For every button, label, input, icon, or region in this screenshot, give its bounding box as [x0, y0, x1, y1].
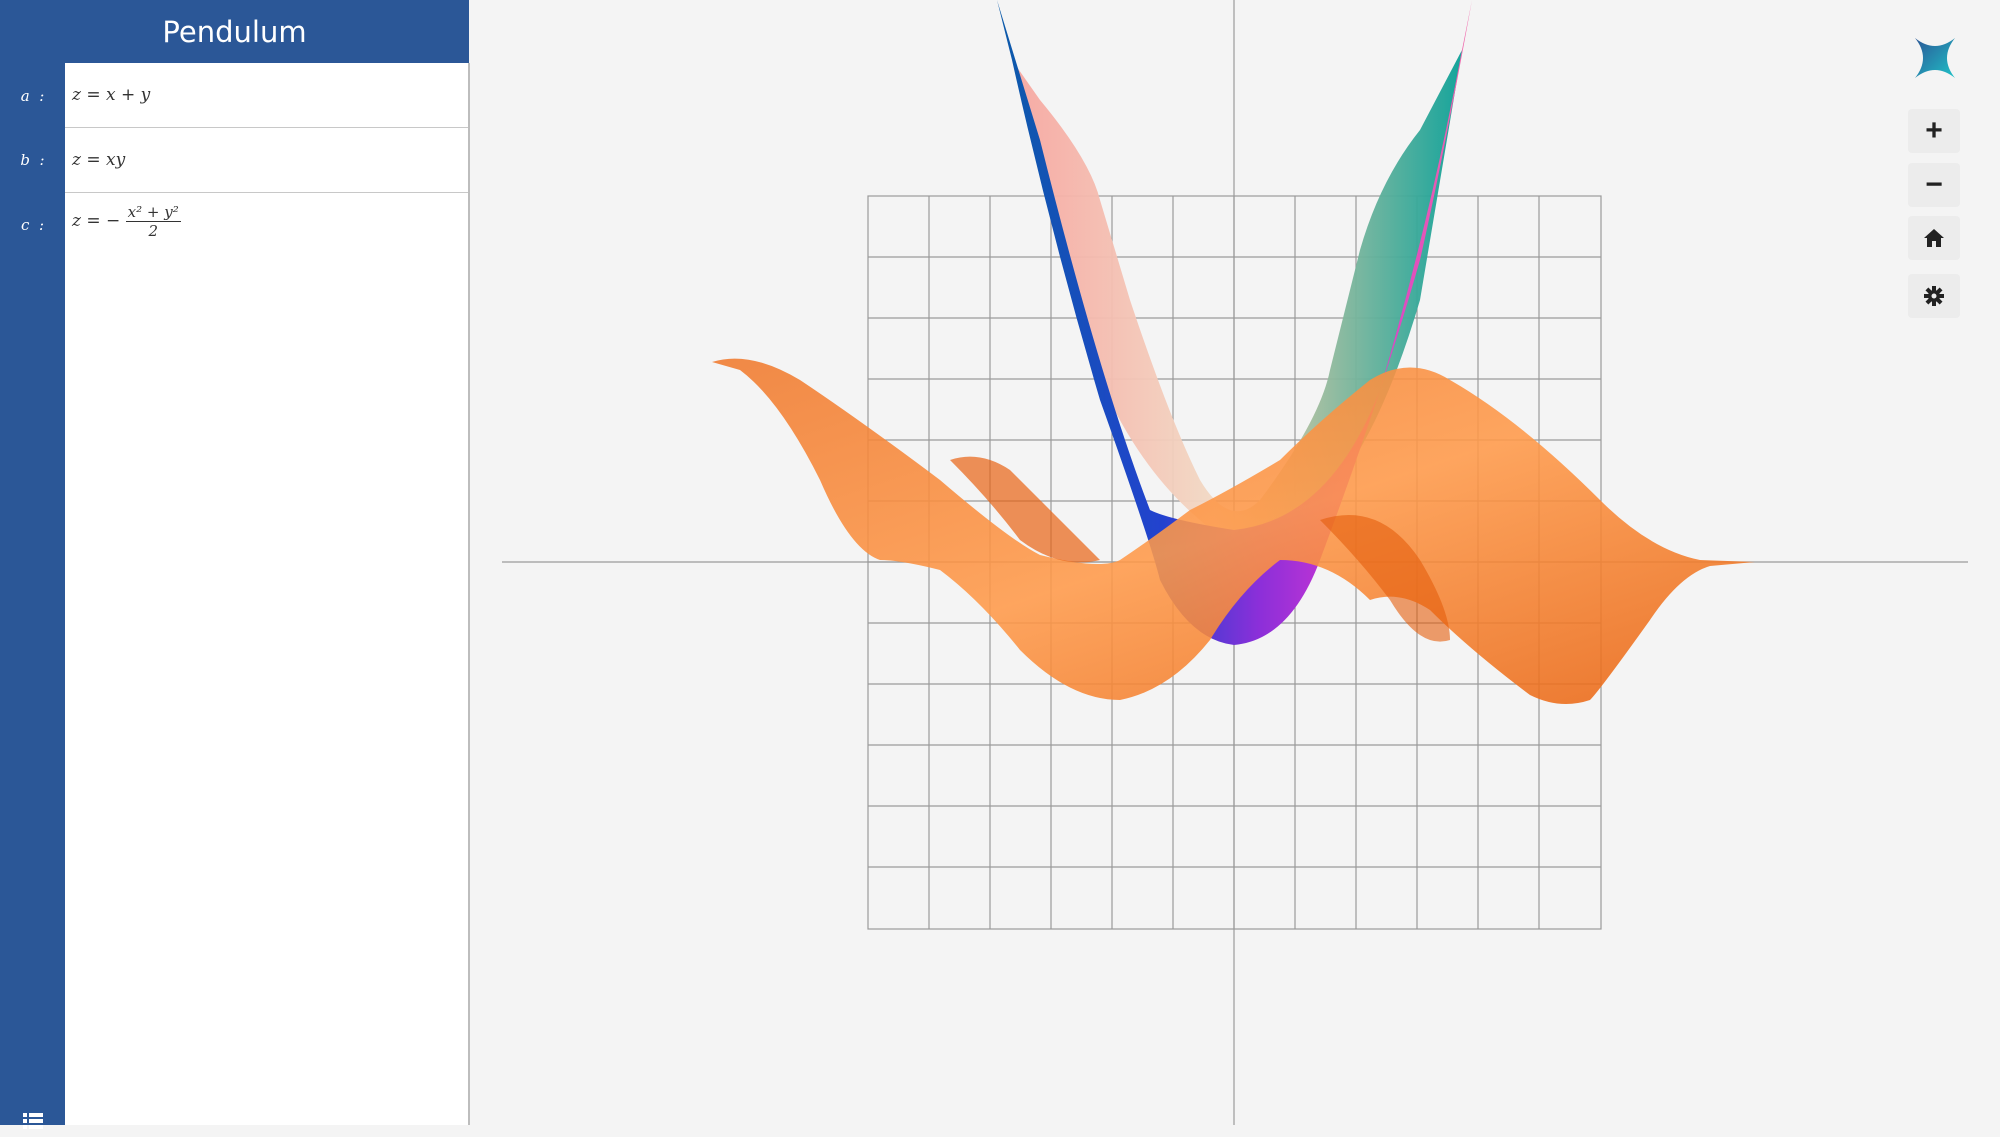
expression-label-rail: a : b : c : — [0, 63, 65, 1129]
zoom-out-button[interactable]: − — [1908, 163, 1960, 207]
expression-formula-a[interactable]: z = x + y — [72, 85, 151, 105]
plus-icon: + — [1925, 114, 1943, 147]
app-title: Pendulum — [0, 0, 469, 63]
fraction-denominator: 2 — [148, 222, 158, 240]
graph-canvas[interactable] — [469, 0, 2000, 1125]
fraction-numerator: x² + y² — [125, 203, 181, 222]
app-title-text: Pendulum — [162, 14, 307, 49]
expression-panel: z = x + y z = xy z = − x² + y² 2 — [65, 63, 470, 1125]
expression-row-c[interactable]: z = − x² + y² 2 — [65, 193, 468, 253]
minus-icon: − — [1925, 168, 1943, 201]
logo — [1915, 38, 1955, 78]
surface-c — [712, 358, 1755, 704]
gear-icon — [1924, 286, 1944, 306]
surface-c-fold-right — [1320, 515, 1450, 642]
expression-label-a: a : — [20, 87, 45, 105]
expression-label-c: c : — [20, 216, 44, 234]
expression-row-b[interactable]: z = xy — [65, 128, 468, 193]
expression-formula-c[interactable]: z = − x² + y² 2 — [72, 203, 181, 240]
settings-button[interactable] — [1908, 274, 1960, 318]
surface-c-fold — [950, 456, 1100, 563]
home-icon — [1924, 229, 1944, 247]
expression-label-b: b : — [20, 151, 45, 169]
expression-row-a[interactable]: z = x + y — [65, 63, 468, 128]
app-logo-icon — [1915, 38, 1955, 78]
list-icon — [23, 1113, 43, 1129]
home-button[interactable] — [1908, 216, 1960, 260]
list-button[interactable] — [20, 1110, 46, 1132]
zoom-in-button[interactable]: + — [1908, 109, 1960, 153]
expression-formula-b[interactable]: z = xy — [72, 150, 126, 170]
